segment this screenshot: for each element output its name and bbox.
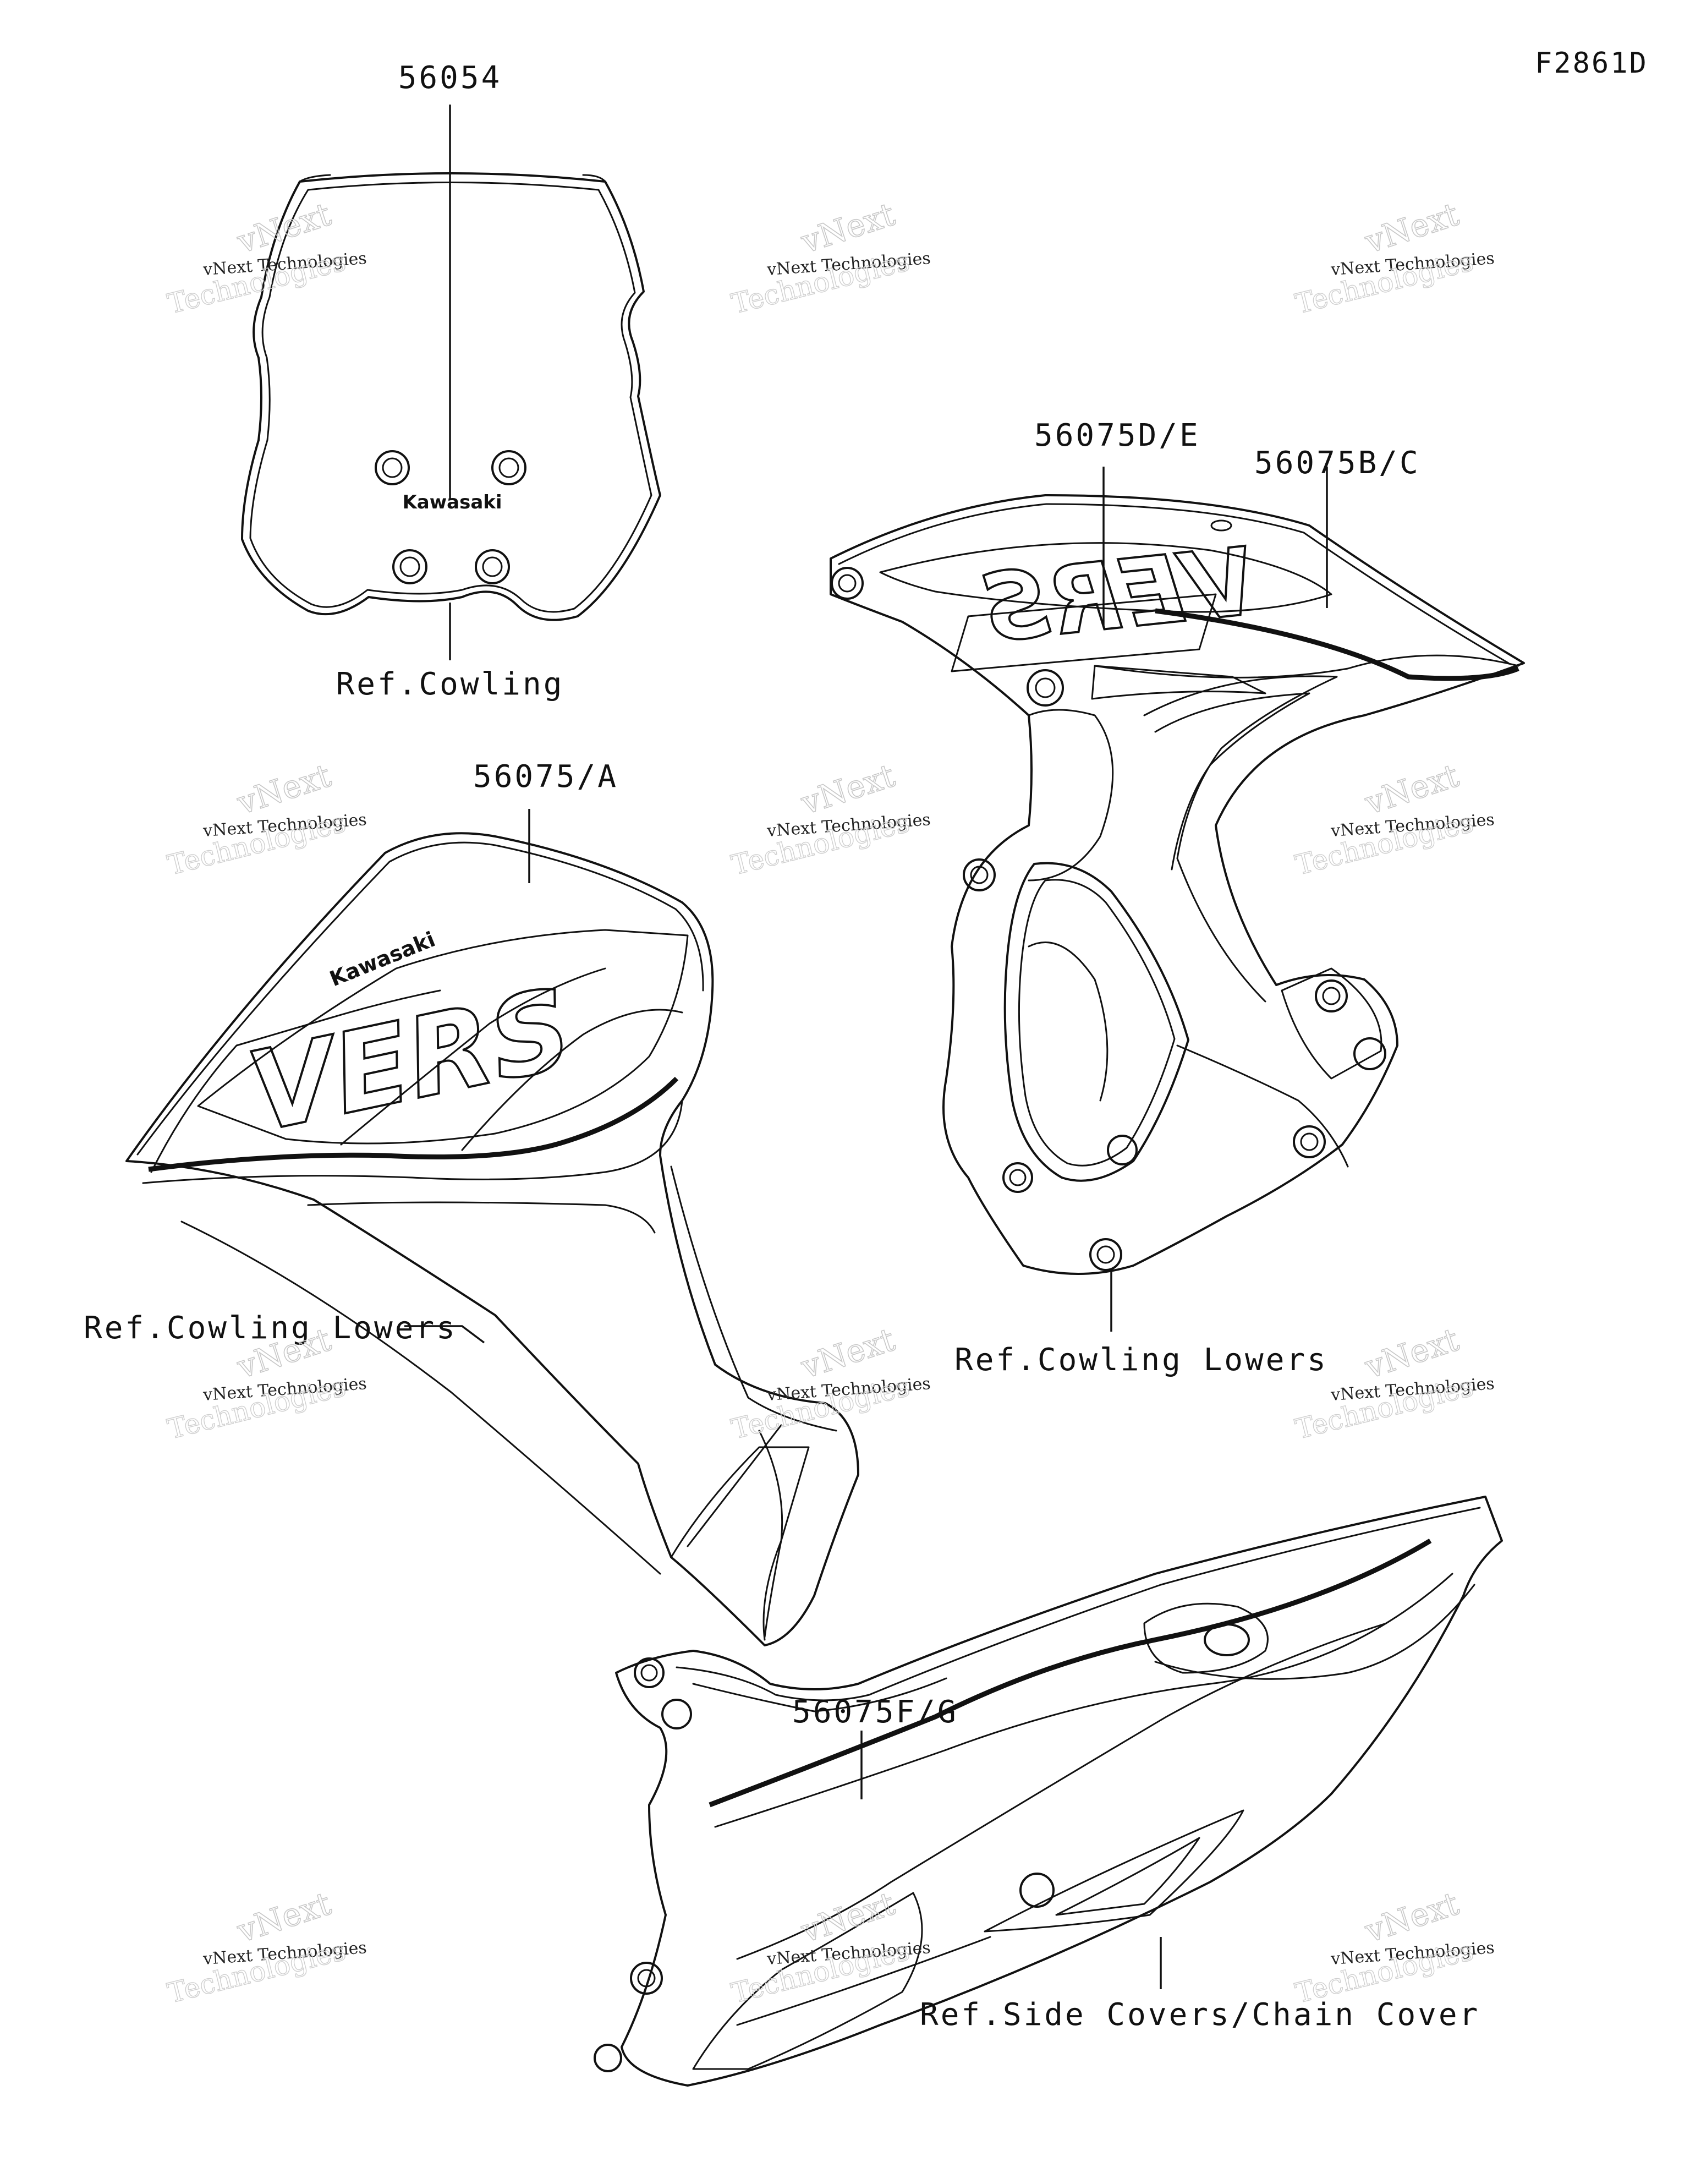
watermark-6: vNext vNext Technologies Technologies [1292,756,1495,882]
right-cowl-drawing: VERS [830,494,1525,1275]
windshield-drawing: Kawasaki [241,172,661,621]
left-cowl-drawing: VERS Kawasaki [125,832,859,1646]
label-56075bc: 56075B/C [1254,445,1420,481]
side-cover-drawing [594,1496,1503,2087]
label-56054: 56054 [398,60,502,96]
label-56075fg: 56075F/G [792,1694,958,1730]
watermark-11: vNext vNext Technologies Technologies [728,1884,931,2010]
watermark-5: vNext vNext Technologies Technologies [728,756,931,882]
label-56075a: 56075/A [473,759,618,795]
label-ref-side-covers: Ref.Side Covers/Chain Cover [920,1997,1480,2033]
watermark-10: vNext vNext Technologies Technologies [164,1884,367,2010]
label-ref-cowling-lowers-left: Ref.Cowling Lowers [84,1310,457,1346]
left-vers-decal: VERS [238,965,582,1157]
figure-id: F2861D [1535,47,1648,80]
label-ref-cowling-lowers-right: Ref.Cowling Lowers [954,1342,1328,1378]
watermark-9: vNext vNext Technologies Technologies [1292,1320,1495,1446]
watermark-4: vNext vNext Technologies Technologies [164,756,367,882]
windshield-kawasaki-logo: Kawasaki [402,491,502,513]
label-56075de: 56075D/E [1034,418,1200,453]
watermark-12: vNext vNext Technologies Technologies [1292,1884,1495,2010]
label-ref-cowling: Ref.Cowling [336,666,564,702]
leader-ref-cowling-lowers-left [404,1325,485,1344]
left-kawasaki-decal: Kawasaki [326,927,438,992]
watermark-8: vNext vNext Technologies Technologies [728,1320,931,1446]
watermark-1: vNext vNext Technologies Technologies [164,195,367,320]
watermark-3: vNext vNext Technologies Technologies [1292,195,1495,320]
watermark-2: vNext vNext Technologies Technologies [728,195,931,320]
